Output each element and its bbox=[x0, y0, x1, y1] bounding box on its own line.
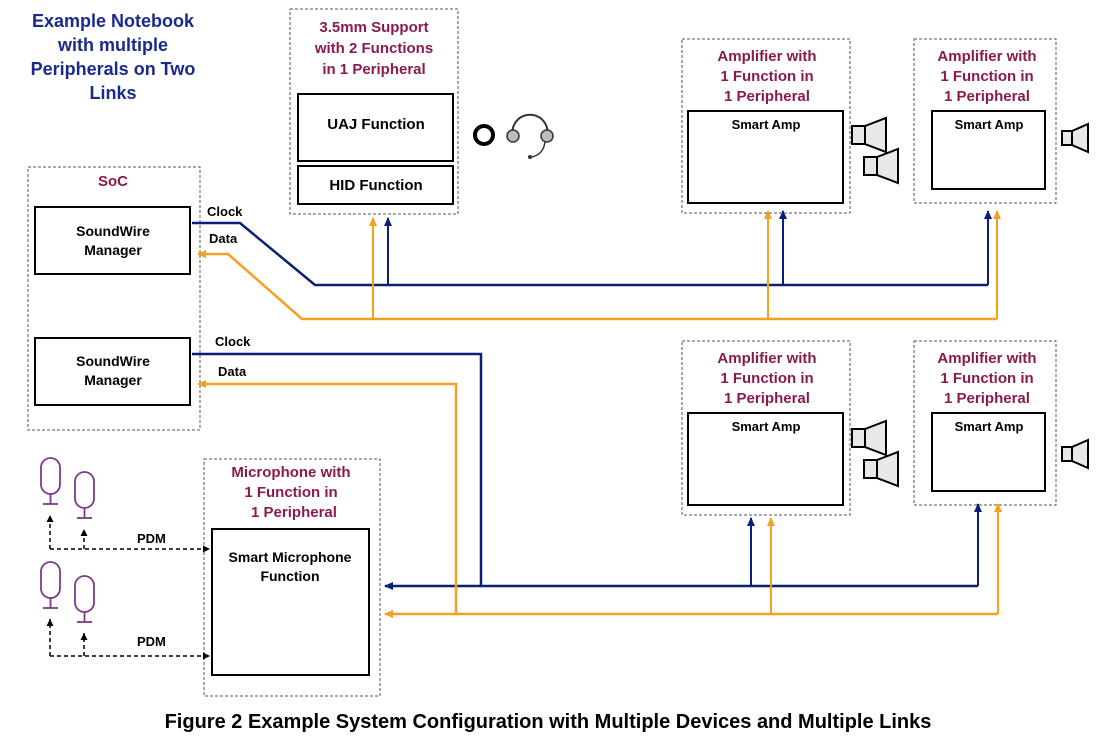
link-1-data-label: Data bbox=[209, 231, 238, 246]
uaj-title-line-3: in 1 Peripheral bbox=[322, 61, 425, 78]
speaker-icon bbox=[1061, 438, 1089, 470]
amplifier-peripheral-3: Amplifier with 1 Function in 1 Periphera… bbox=[681, 340, 851, 516]
speaker-icon bbox=[1061, 122, 1089, 154]
amplifier-4-title-line-2: 1 Function in bbox=[940, 370, 1033, 387]
speaker-icon bbox=[851, 419, 887, 457]
amplifier-peripheral-2: Amplifier with 1 Function in 1 Periphera… bbox=[913, 38, 1057, 204]
pdm-link-2: PDM bbox=[46, 619, 210, 660]
smart-amp-3-label: Smart Amp bbox=[732, 419, 801, 434]
smart-amp-4-label: Smart Amp bbox=[955, 419, 1024, 434]
diagram-title: Example Notebook with multiple Periphera… bbox=[31, 11, 196, 103]
amplifier-peripheral-4: Amplifier with 1 Function in 1 Periphera… bbox=[913, 340, 1057, 506]
amplifier-1-outline bbox=[681, 38, 851, 214]
link-1-data-line bbox=[197, 250, 997, 321]
soc-outline bbox=[27, 166, 201, 431]
soc-block: SoC SoundWire Manager SoundWire Manager bbox=[27, 166, 201, 431]
link-2-clock-line bbox=[192, 352, 978, 588]
microphone-icon bbox=[74, 575, 95, 623]
manager-2-line-2: Manager bbox=[84, 372, 142, 388]
smart-amp-1-label: Smart Amp bbox=[732, 117, 801, 132]
title-line-4: Links bbox=[89, 83, 136, 103]
pdm-label-1: PDM bbox=[137, 531, 166, 546]
amplifier-4-title-line-1: Amplifier with bbox=[937, 350, 1036, 367]
amplifier-3-title-line-2: 1 Function in bbox=[720, 370, 813, 387]
soc-label: SoC bbox=[98, 173, 128, 190]
headset-icon bbox=[506, 113, 554, 159]
uaj-peripheral: 3.5mm Support with 2 Functions in 1 Peri… bbox=[289, 8, 459, 215]
amplifier-4-outline bbox=[913, 340, 1057, 506]
link-2-data-label: Data bbox=[218, 364, 247, 379]
mic-function-line-1: Smart Microphone bbox=[229, 549, 352, 565]
amplifier-4-title-line-3: 1 Peripheral bbox=[944, 390, 1030, 407]
title-line-3: Peripherals on Two bbox=[31, 59, 196, 79]
mic-title-line-1: Microphone with bbox=[231, 464, 350, 481]
amplifier-peripheral-1: Amplifier with 1 Function in 1 Periphera… bbox=[681, 38, 851, 214]
uaj-function-label: UAJ Function bbox=[327, 116, 425, 133]
amplifier-3-title-line-1: Amplifier with bbox=[717, 350, 816, 367]
microphone-icon bbox=[40, 457, 61, 505]
amplifier-1-title-line-2: 1 Function in bbox=[720, 68, 813, 85]
amplifier-2-outline bbox=[913, 38, 1057, 204]
speaker-icon bbox=[851, 116, 887, 154]
smart-amp-box-4 bbox=[931, 412, 1046, 492]
smart-amp-2-label: Smart Amp bbox=[955, 117, 1024, 132]
speaker-icon bbox=[863, 450, 899, 488]
amplifier-1-title-line-3: 1 Peripheral bbox=[724, 88, 810, 105]
amplifier-1-title-line-1: Amplifier with bbox=[717, 48, 816, 65]
amplifier-3-title-line-3: 1 Peripheral bbox=[724, 390, 810, 407]
link-1-clock-line bbox=[192, 221, 988, 287]
mic-title-line-2: 1 Function in bbox=[244, 484, 337, 501]
soundwire-manager-1 bbox=[34, 206, 191, 275]
mic-function-line-2: Function bbox=[260, 568, 319, 584]
amplifier-3-outline bbox=[681, 340, 851, 516]
link-2-data-line bbox=[197, 380, 998, 616]
manager-1-line-1: SoundWire bbox=[76, 223, 150, 239]
manager-1-line-2: Manager bbox=[84, 242, 142, 258]
hid-function-label: HID Function bbox=[329, 177, 422, 194]
audio-jack-icon bbox=[473, 124, 495, 146]
title-line-1: Example Notebook bbox=[32, 11, 195, 31]
microphone-icon bbox=[40, 561, 61, 609]
smart-amp-box-1 bbox=[687, 110, 844, 204]
uaj-function-box bbox=[297, 93, 454, 162]
microphone-peripheral-outline bbox=[203, 458, 381, 697]
uaj-title-line-1: 3.5mm Support bbox=[319, 19, 428, 36]
soundwire-manager-2 bbox=[34, 337, 191, 406]
link-2: Clock Data bbox=[192, 334, 1002, 618]
title-line-2: with multiple bbox=[57, 35, 168, 55]
pdm-link-1: PDM bbox=[46, 515, 210, 553]
link-1: Clock Data bbox=[192, 204, 1001, 321]
amplifier-2-title-line-2: 1 Function in bbox=[940, 68, 1033, 85]
manager-2-line-1: SoundWire bbox=[76, 353, 150, 369]
smart-amp-box-2 bbox=[931, 110, 1046, 190]
speaker-icon bbox=[863, 147, 899, 185]
smart-microphone-function-box bbox=[211, 528, 370, 676]
uaj-title-line-2: with 2 Functions bbox=[314, 40, 433, 57]
hid-function-box bbox=[297, 165, 454, 205]
smart-amp-box-3 bbox=[687, 412, 844, 506]
figure-caption: Figure 2 Example System Configuration wi… bbox=[165, 711, 932, 733]
amplifier-2-title-line-1: Amplifier with bbox=[937, 48, 1036, 65]
mic-title-line-3: 1 Peripheral bbox=[251, 504, 337, 521]
link-2-clock-label: Clock bbox=[215, 334, 251, 349]
amplifier-2-title-line-3: 1 Peripheral bbox=[944, 88, 1030, 105]
microphone-icon bbox=[74, 471, 95, 519]
microphone-peripheral: Microphone with 1 Function in 1 Peripher… bbox=[203, 458, 381, 697]
uaj-peripheral-outline bbox=[289, 8, 459, 215]
link-1-clock-label: Clock bbox=[207, 204, 243, 219]
pdm-label-2: PDM bbox=[137, 634, 166, 649]
